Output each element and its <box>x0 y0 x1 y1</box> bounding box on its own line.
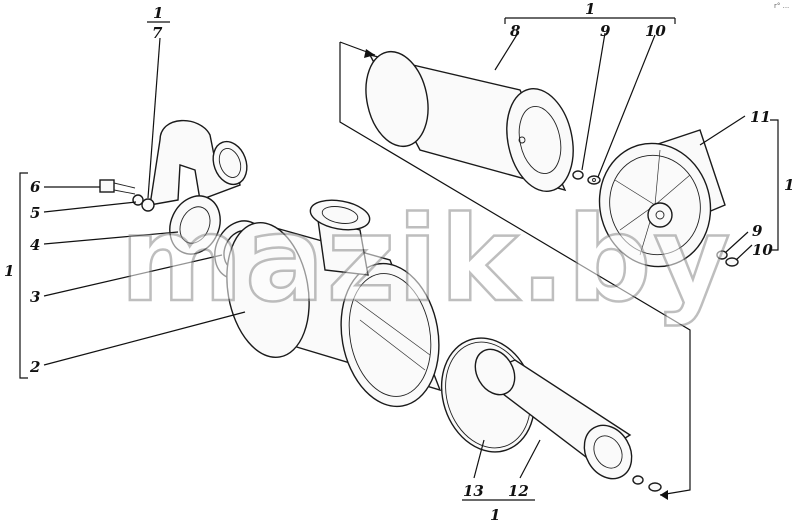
label-1-top-left: 1 <box>153 4 163 22</box>
watermark: mazik.by <box>120 190 732 328</box>
label-12: 12 <box>508 482 529 500</box>
label-2: 2 <box>29 358 40 376</box>
outer-filter-element <box>365 50 574 192</box>
elbow-flange <box>169 195 221 255</box>
label-3: 3 <box>30 288 40 306</box>
label-9-top: 9 <box>600 22 611 40</box>
label-10-top: 10 <box>645 22 666 40</box>
label-1-left: 1 <box>4 262 14 280</box>
label-13: 13 <box>463 482 484 500</box>
intake-elbow <box>149 119 248 206</box>
label-1-bottom: 1 <box>490 506 500 524</box>
label-10-right: 10 <box>752 241 773 259</box>
assembly-path <box>339 41 691 500</box>
inner-filter-element <box>474 348 633 480</box>
label-8: 8 <box>510 22 521 40</box>
filter-housing <box>226 199 442 408</box>
screw-and-washer-right <box>716 250 739 267</box>
label-11: 11 <box>750 108 771 126</box>
label-7: 7 <box>152 24 163 42</box>
label-1-right: 1 <box>784 176 794 194</box>
screw-and-washer-bottom <box>632 475 662 492</box>
label-9-right: 9 <box>752 222 763 240</box>
filter-cover <box>598 129 726 268</box>
leader-lines <box>19 17 779 501</box>
screw-and-washer-top <box>572 170 601 185</box>
label-6: 6 <box>30 178 41 196</box>
label-1-top: 1 <box>585 0 595 18</box>
label-5: 5 <box>30 204 40 222</box>
corner-mark: r° ... <box>774 2 789 10</box>
label-4: 4 <box>30 236 40 254</box>
